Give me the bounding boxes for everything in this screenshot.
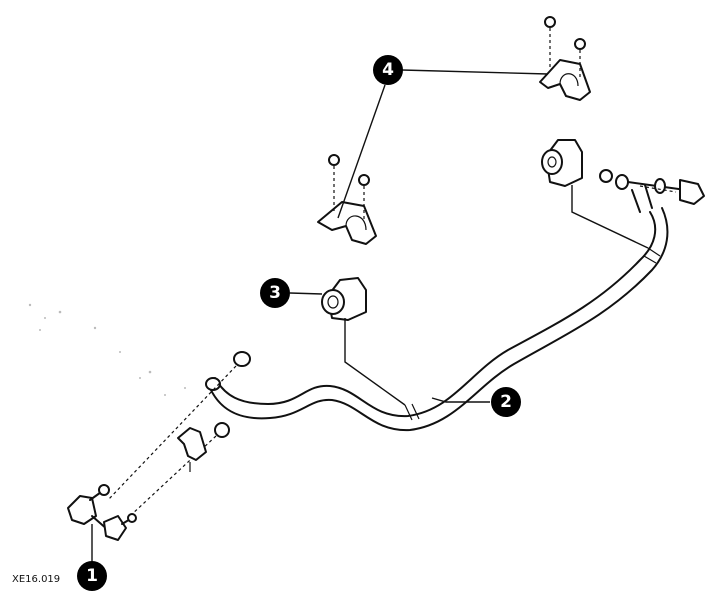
callout-label-2: 2 bbox=[500, 392, 512, 412]
callout-badge-2: 2 bbox=[491, 387, 521, 417]
right-end-link bbox=[599, 169, 705, 205]
callout-3-leader bbox=[289, 292, 323, 295]
callout-label-4: 4 bbox=[382, 60, 394, 80]
bushing bbox=[321, 277, 406, 406]
callout-4-leader-upper bbox=[401, 69, 549, 75]
callout-label-1: 1 bbox=[86, 566, 98, 586]
right-bushing bbox=[541, 139, 649, 249]
lower-clamp-bracket bbox=[317, 154, 377, 245]
callout-badge-4: 4 bbox=[373, 55, 403, 85]
left-drop-link bbox=[67, 351, 251, 572]
callout-2-leader bbox=[431, 397, 490, 403]
upper-clamp-bracket bbox=[539, 16, 591, 101]
callout-badge-1: 1 bbox=[77, 561, 107, 591]
callout-4-leader-lower bbox=[337, 84, 386, 219]
stabilizer-bar bbox=[205, 184, 669, 432]
scan-noise bbox=[28, 303, 186, 396]
callout-label-3: 3 bbox=[269, 283, 281, 303]
reference-code: XE16.019 bbox=[12, 574, 60, 585]
callout-badge-3: 3 bbox=[260, 278, 290, 308]
